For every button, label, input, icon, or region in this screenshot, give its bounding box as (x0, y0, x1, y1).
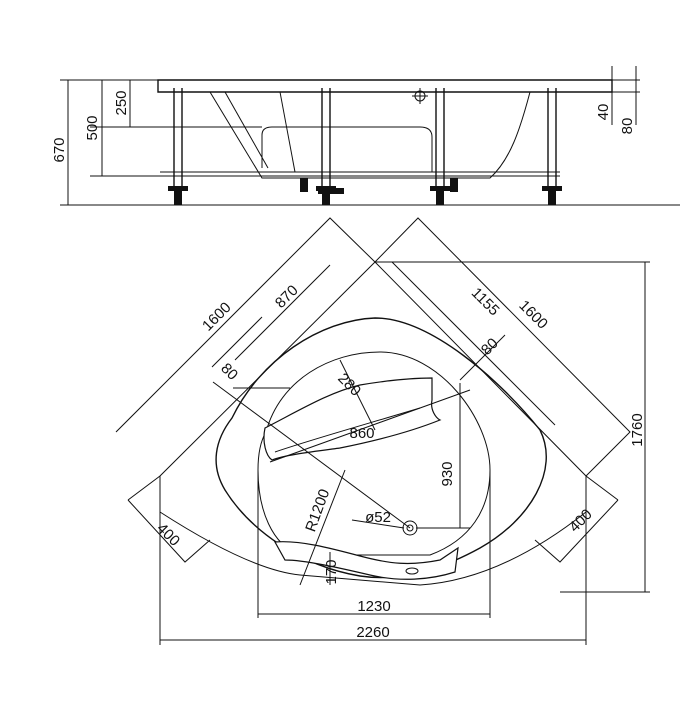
frame-feet (168, 178, 562, 205)
dim-drain-offset: 930 (439, 461, 456, 486)
rim-left-ext (211, 316, 263, 368)
dim-rim-left: 80 (217, 360, 241, 384)
frame-left-inner (234, 264, 331, 361)
radius-leader-2 (299, 469, 346, 586)
dim-rim-right: 80 (478, 335, 502, 359)
tub-rim-outline (215, 317, 547, 579)
seat-length-leader (269, 389, 471, 463)
corner-right-ext-a (585, 475, 619, 501)
dim-seat-length: 860 (349, 425, 374, 442)
corner-left-ext-a (127, 475, 161, 501)
radius-leader (212, 381, 411, 529)
dim-inner-right: 1155 (468, 284, 503, 319)
dim-side-right: 1600 (515, 297, 551, 333)
top-view (115, 217, 650, 645)
dim-overall-width: 2260 (356, 624, 389, 641)
dim-side-left: 1600 (199, 299, 235, 335)
dim-front-offset: 170 (323, 559, 340, 584)
side-rim (157, 79, 613, 93)
frame-right-inner (391, 261, 556, 426)
dim-inner-width: 1230 (357, 598, 390, 615)
frame-right-side (374, 217, 631, 477)
dim-rim-outer: 80 (619, 118, 636, 135)
dim-inner-left: 870 (272, 282, 302, 312)
side-view: 670 500 250 40 80 (51, 66, 680, 206)
tub-front-step (274, 541, 459, 580)
corner-right-dim (534, 499, 619, 563)
dim-total-height: 670 (51, 137, 68, 162)
dim-depth: 1760 (629, 413, 646, 446)
drain-inner (406, 524, 414, 532)
frame-legs (173, 88, 557, 190)
side-tub-inner-left (224, 91, 269, 169)
seat-width-leader (339, 359, 376, 431)
rim-right-ext (459, 334, 506, 381)
drain-diameter-leader (351, 519, 405, 529)
side-dims-left (60, 79, 262, 205)
tub-seat (263, 377, 442, 461)
side-dims-right (560, 66, 640, 125)
side-seat-step (261, 126, 433, 172)
dim-corner-left: 400 (153, 520, 183, 550)
dim-seat-depth: 250 (113, 90, 130, 115)
tub-seat-inner (274, 407, 421, 453)
dim-drain-diameter: ø52 (365, 509, 391, 526)
corner-left-dim (127, 499, 211, 563)
side-tub-body (209, 91, 531, 179)
side-tub-inner-mid (279, 91, 296, 173)
dim-rim: 40 (595, 104, 612, 121)
top-outer-outline (159, 261, 587, 586)
frame-left-side (115, 217, 376, 433)
dim-corner-right: 400 (566, 506, 596, 536)
dim-tub-depth: 500 (84, 115, 101, 140)
overflow-hole (405, 567, 419, 575)
